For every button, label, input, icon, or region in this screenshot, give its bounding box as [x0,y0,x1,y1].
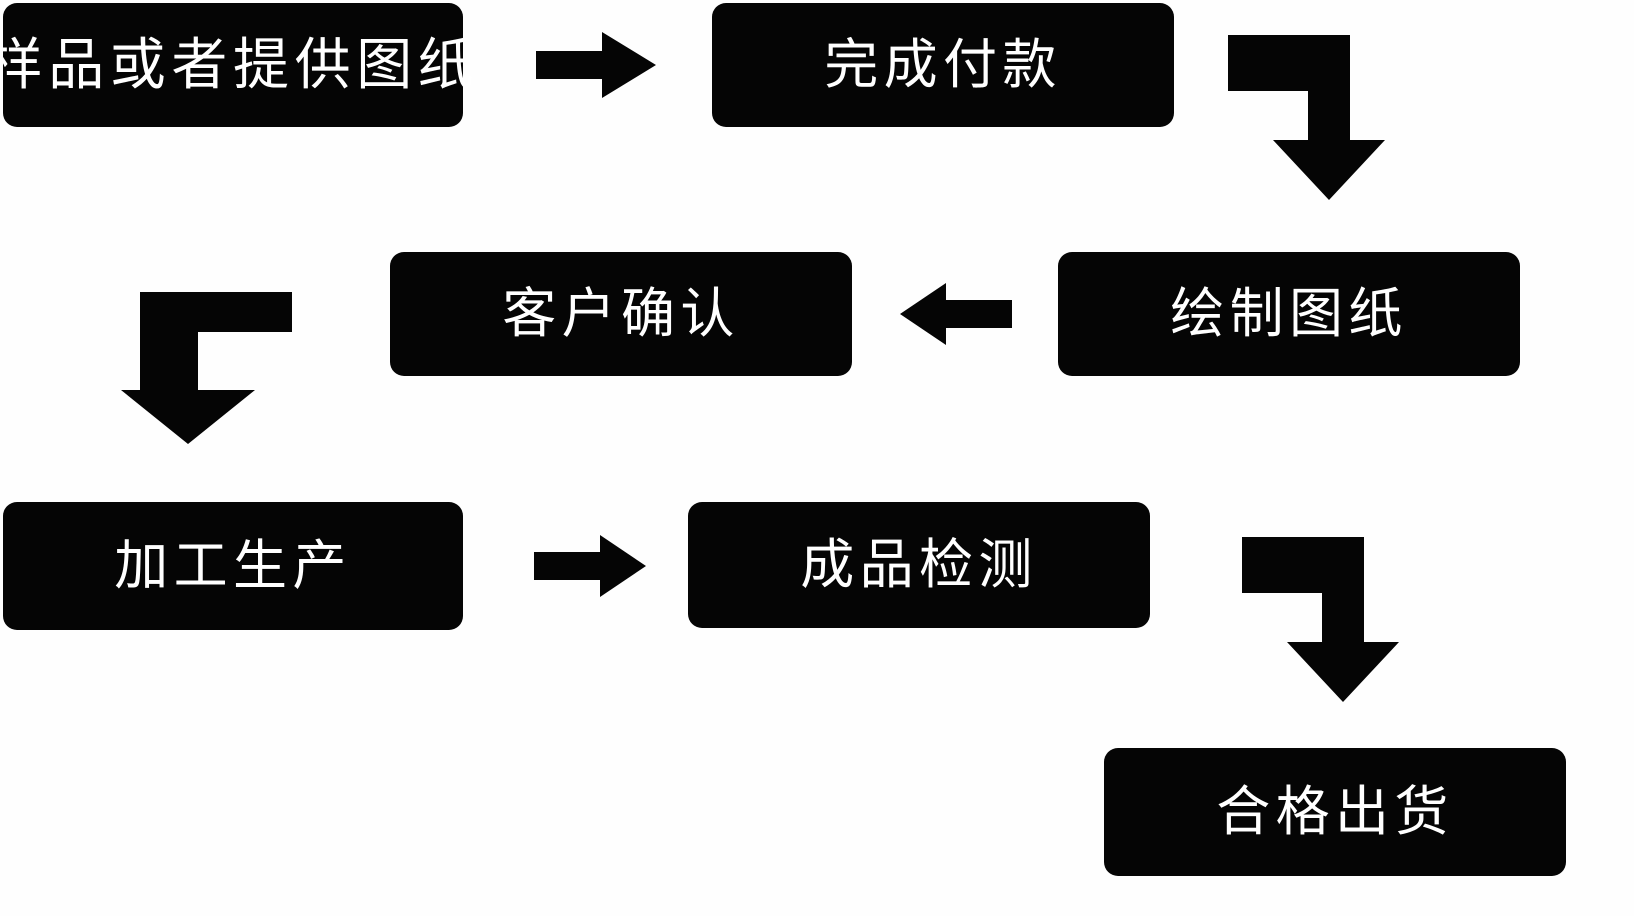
flow-node-complete-payment[interactable]: 完成付款 [712,3,1174,127]
arrow-elbow-down-icon-payment-to-drawing [1228,35,1388,200]
arrow-right-icon-sample-to-payment [536,32,656,98]
arrow-elbow-down-icon-inspection-to-shipment [1242,537,1402,702]
flow-node-finished-product-inspection[interactable]: 成品检测 [688,502,1150,628]
flow-node-customer-confirm[interactable]: 客户确认 [390,252,852,376]
arrow-right-icon-production-to-inspection [534,535,646,597]
arrow-elbow-down-icon-confirm-to-production [112,292,292,444]
flow-node-sample-or-drawing[interactable]: 样品或者提供图纸 [0,3,474,127]
flow-node-qualified-shipment[interactable]: 合格出货 [1104,748,1566,876]
flow-node-draw-blueprint[interactable]: 绘制图纸 [1058,252,1520,376]
arrow-left-icon-drawing-to-confirm [900,283,1012,345]
flow-node-processing-production[interactable]: 加工生产 [3,502,463,630]
